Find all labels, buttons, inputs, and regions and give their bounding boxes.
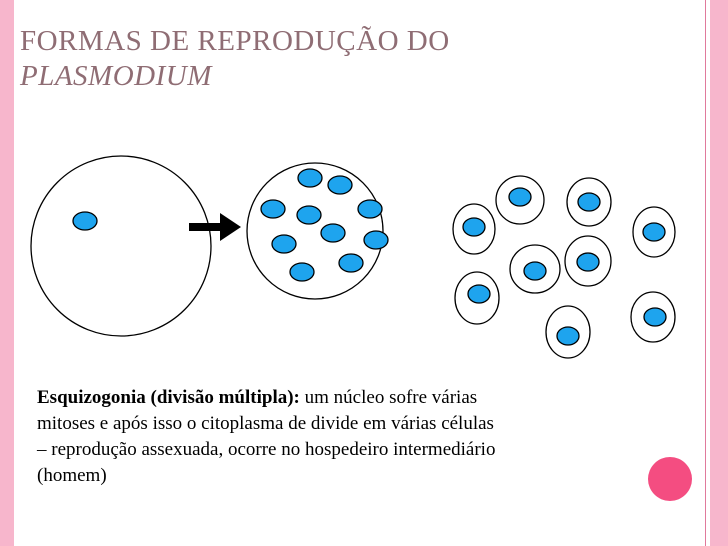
nucleus [508, 187, 532, 207]
schizont-cell [246, 162, 389, 300]
slide-title-line1: FORMAS DE REPRODUÇÃO DO [20, 25, 450, 57]
nucleus [576, 252, 600, 272]
decorative-dot [648, 457, 692, 501]
nucleus [462, 217, 486, 237]
merozoite-cell [452, 203, 496, 255]
right-arrow-icon [189, 213, 241, 241]
parent-cell [30, 155, 212, 337]
right-accent-line [705, 0, 706, 546]
nucleus [260, 199, 286, 219]
nucleus [523, 261, 547, 281]
nucleus [642, 222, 666, 242]
merozoite-cell [454, 271, 500, 325]
merozoite-cell [509, 244, 561, 294]
merozoite-cell [632, 206, 676, 258]
merozoite-cell [564, 235, 612, 287]
nucleus [467, 284, 491, 304]
merozoite-cell [566, 177, 612, 227]
nucleus [577, 192, 601, 212]
right-accent-bar [710, 0, 728, 546]
nucleus [556, 326, 580, 346]
nucleus [320, 223, 346, 243]
nucleus [271, 234, 297, 254]
slide-title-line2: PLASMODIUM [20, 60, 212, 92]
nucleus [643, 307, 667, 327]
nucleus [289, 262, 315, 282]
merozoite-cell [495, 175, 545, 225]
caption-term: Esquizogonia (divisão múltipla): [37, 387, 300, 408]
left-accent-bar [0, 0, 14, 546]
nucleus [297, 168, 323, 188]
nucleus [357, 199, 383, 219]
merozoite-cell [630, 291, 676, 343]
nucleus [363, 230, 389, 250]
nucleus [296, 205, 322, 225]
nucleus [72, 211, 98, 231]
caption-description: um núcleo sofre várias mitoses e após is… [37, 387, 496, 486]
merozoite-cell [545, 305, 591, 359]
slide-caption: Esquizogonia (divisão múltipla): um núcl… [37, 385, 507, 489]
nucleus [338, 253, 364, 273]
nucleus [327, 175, 353, 195]
slide-title: FORMAS DE REPRODUÇÃO DO PLASMODIUM [20, 24, 450, 94]
